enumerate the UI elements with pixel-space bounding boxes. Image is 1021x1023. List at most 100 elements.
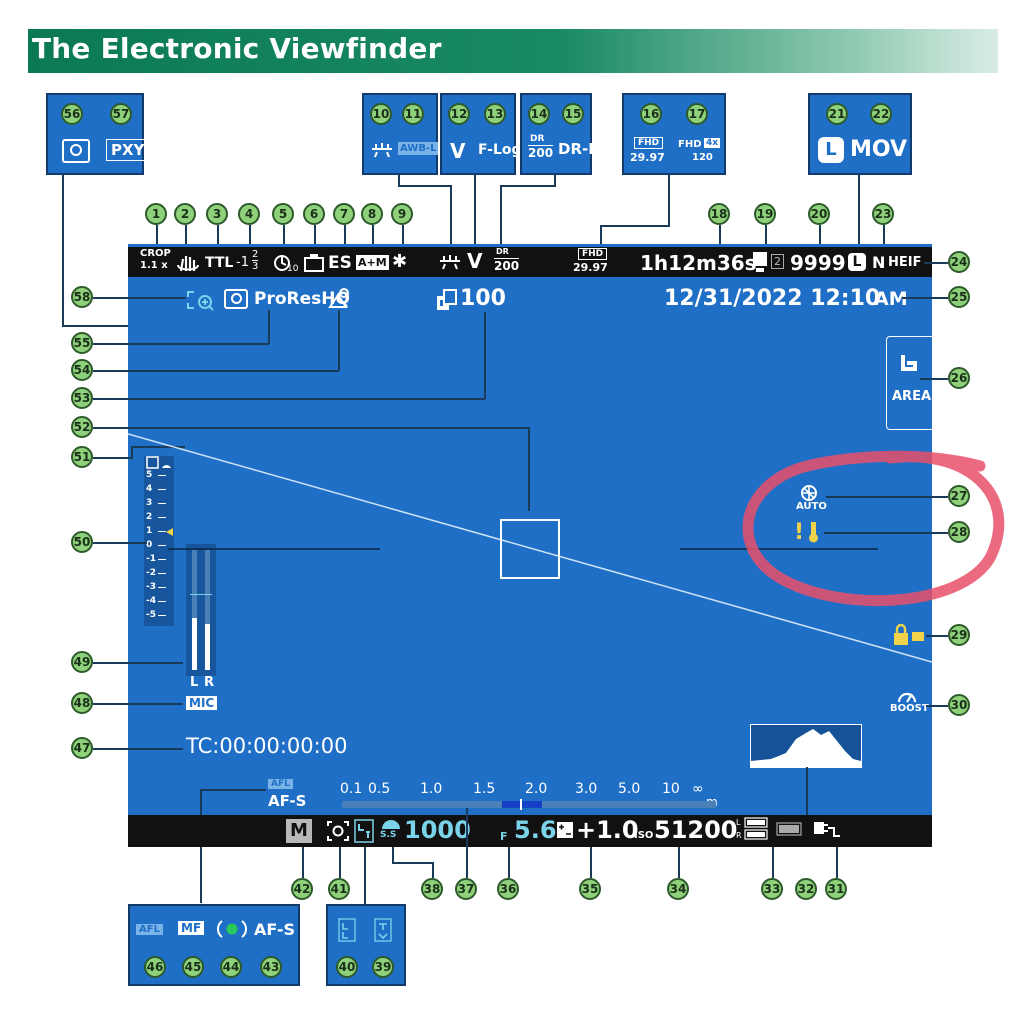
callout-27: 27	[948, 485, 970, 507]
audio-r-label: R	[204, 675, 215, 690]
fan-icon	[801, 485, 817, 501]
self-timer-seconds: 10	[287, 264, 299, 274]
focus-zoom-icon	[187, 291, 214, 311]
callout-54: 54	[71, 359, 93, 381]
leader-line	[500, 185, 556, 187]
exposure-scale-tick: 3	[146, 498, 174, 512]
callout-21: 21	[826, 103, 848, 125]
callout-31: 31	[825, 878, 847, 900]
callout-13: 13	[484, 103, 506, 125]
shutter-speed-value: 1000	[404, 816, 471, 844]
thermometer-icon	[809, 522, 818, 543]
image-size-badge: L	[848, 253, 866, 271]
touch-hand-icon	[901, 355, 917, 371]
exposure-scale-mark	[158, 573, 166, 574]
drive-mode-icon	[304, 254, 324, 272]
leader-line	[819, 225, 821, 247]
leader-line	[201, 789, 266, 791]
afl-badge: AFL	[268, 779, 293, 789]
section-header-bar	[28, 29, 998, 73]
self-timer-icon	[274, 255, 290, 271]
callout-33: 33	[761, 878, 783, 900]
exposure-scale-mark	[158, 545, 166, 546]
callout-box-10-11: 10 11 AWB-L	[362, 93, 439, 175]
leader-line	[902, 297, 948, 299]
leader-line	[528, 427, 530, 511]
leader-line	[924, 262, 948, 264]
fhd-icon: FHD	[634, 137, 664, 149]
white-balance-icon	[372, 143, 392, 158]
leader-line	[398, 175, 400, 187]
leader-line	[484, 312, 486, 399]
crop-label: CROP	[140, 248, 171, 259]
callout-58: 58	[71, 286, 93, 308]
afl-badge: AFL	[136, 924, 163, 935]
dynamic-range-value: 200	[528, 145, 554, 160]
distance-scale-label: 5.0	[618, 781, 641, 797]
leader-line	[772, 847, 774, 878]
leader-line	[392, 847, 394, 863]
leader-line	[93, 662, 183, 664]
leader-line	[926, 705, 948, 707]
frame-rate-label: 29.97	[630, 151, 665, 164]
file-format-label: MOV	[850, 137, 908, 162]
aperture-label: F	[500, 830, 508, 843]
touch-mode-button[interactable]: AREA	[886, 336, 932, 430]
viewfinder-overlay	[128, 433, 932, 663]
callout-6: 6	[303, 203, 325, 225]
exposure-scale-mark	[158, 531, 166, 532]
distance-scale-label: ∞	[692, 781, 704, 797]
leader-line	[372, 225, 374, 247]
callout-1: 1	[145, 203, 167, 225]
top-info-bar	[128, 247, 932, 277]
recording-time: 1h12m36s	[640, 251, 757, 275]
leader-line	[432, 862, 434, 878]
leader-line	[131, 446, 133, 458]
callout-35: 35	[579, 878, 601, 900]
callout-box-43-46: AFL MF AF-S 46 45 44 43	[128, 904, 300, 986]
callout-30: 30	[948, 694, 970, 716]
distance-scale-label: 3.0	[575, 781, 598, 797]
callout-48: 48	[71, 692, 93, 714]
af-lock-icon	[374, 918, 392, 942]
exposure-scale-tick: -1	[146, 554, 174, 568]
exposure-scale-mark	[158, 601, 166, 602]
leader-line	[339, 847, 341, 878]
focus-mode-label: AF-S	[254, 920, 295, 939]
callout-53: 53	[71, 387, 93, 409]
leader-line	[719, 225, 721, 247]
audio-channel-r-level	[205, 624, 210, 670]
leader-line	[920, 378, 948, 380]
image-quality-label: N	[872, 253, 886, 272]
leader-line	[765, 225, 767, 247]
fraction-denominator: 3	[252, 261, 259, 272]
callout-46: 46	[144, 956, 166, 978]
callout-39: 39	[372, 956, 394, 978]
exposure-scale-tick: 0	[146, 540, 174, 554]
boost-gauge-icon	[897, 692, 917, 703]
fhd-hfr-label: FHD	[678, 139, 702, 150]
timecode: TC:00:00:00:00	[186, 734, 348, 758]
callout-10: 10	[370, 103, 392, 125]
exposure-mode-badge: M	[286, 819, 312, 843]
callout-42: 42	[291, 878, 313, 900]
leader-line	[508, 847, 510, 878]
callout-29: 29	[948, 624, 970, 646]
focus-distance-marker	[520, 799, 522, 810]
leader-line	[500, 185, 502, 247]
callout-55: 55	[71, 332, 93, 354]
leader-line	[600, 225, 602, 247]
exposure-scale-tick: -5	[146, 610, 174, 624]
exposure-scale-tick: 4	[146, 484, 174, 498]
callout-23: 23	[872, 203, 894, 225]
shots-remaining: 9999	[790, 251, 846, 275]
leader-line	[824, 532, 948, 534]
exposure-scale-tick: 2	[146, 512, 174, 526]
exposure-scale-label: -3	[146, 582, 156, 592]
callout-51: 51	[71, 446, 93, 468]
callout-28: 28	[948, 521, 970, 543]
ae-lock-icon	[354, 819, 374, 843]
card-slot-1-icon	[753, 252, 767, 272]
leader-line	[302, 847, 304, 878]
